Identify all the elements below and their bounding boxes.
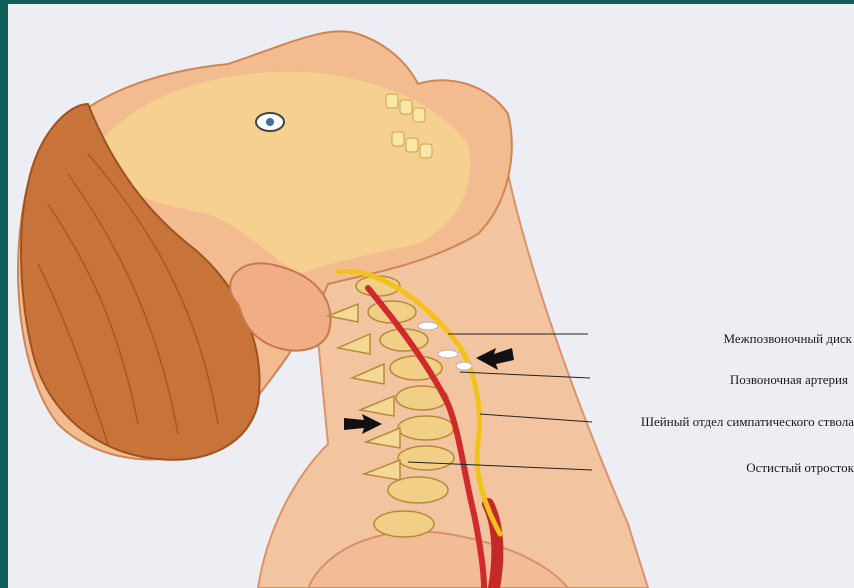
label-vertebral-artery: Позвоночная артерия [730, 372, 848, 388]
anatomy-illustration-panel: Межпозвоночный диск Позвоночная артерия … [8, 4, 854, 588]
label-spinous-process: Остистый отросток [746, 460, 854, 476]
label-cervical-sympathetic-trunk: Шейный отдел симпатического ствола [641, 414, 854, 430]
iris-shape [266, 118, 274, 126]
neck-anatomy-illustration [8, 4, 854, 588]
label-intervertebral-disc: Межпозвоночный диск [724, 331, 853, 347]
